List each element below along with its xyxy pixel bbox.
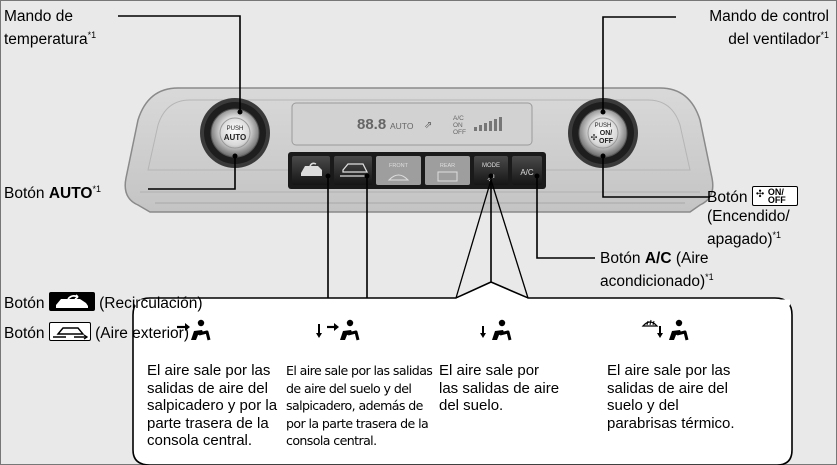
mode-1-line: parte trasera de la	[147, 414, 269, 432]
mode-1-line: consola central.	[147, 432, 253, 449]
rear-label: REAR	[440, 163, 455, 169]
mode-label: MODE	[482, 163, 500, 169]
on-off-label: Botón ✣ON/OFF (Encendido/ apagado)*1	[707, 186, 798, 249]
display-temp: 88.8	[357, 116, 386, 133]
front-defrost-button[interactable]	[376, 156, 421, 185]
mode-2-line: por la parte trasera de la	[286, 415, 429, 431]
mode-button[interactable]	[474, 156, 508, 185]
auto-label-footnote: *1	[92, 184, 101, 194]
temp-knob-push: PUSH	[227, 126, 244, 132]
floor-dash-vent-icon	[316, 319, 360, 341]
temp-knob-label: Mando de temperatura*1	[4, 7, 96, 49]
onoff-icon-on: ON/	[767, 187, 784, 197]
dash-vent-icon	[177, 319, 211, 341]
mode-2-line: consola central.	[286, 433, 377, 448]
mode-2-line: El aire sale por las salidas	[286, 363, 433, 378]
fan-knob-on: ON/	[600, 130, 613, 137]
mode-1-line: El aire sale por las	[147, 362, 271, 379]
onoff-label-line2: (Encendido/	[707, 208, 790, 225]
mode-2-description: El aire sale por las salidas de aire del…	[286, 362, 433, 450]
fan-control-knob[interactable]: PUSH ON/ OFF ✣	[568, 98, 638, 168]
panel-body	[124, 87, 714, 213]
ac-label-prefix: Botón	[600, 250, 645, 267]
onoff-footnote: *1	[772, 230, 782, 240]
floor-vent-icon	[480, 319, 512, 341]
floor-defrost-icon	[641, 319, 689, 341]
display-ac-mid: ON	[453, 122, 463, 129]
ac-label-suffix: (Aire	[671, 250, 709, 267]
ac-button[interactable]	[512, 156, 542, 185]
mode-3-description: El aire sale por las salidas de aire del…	[439, 362, 559, 415]
auto-label-prefix: Botón	[4, 185, 49, 202]
ac-label-line2: acondicionado)	[600, 273, 706, 290]
mode-1-line: salidas de aire del	[147, 379, 268, 397]
button-row: FRONT REAR MODE ⇗ A/C	[288, 152, 546, 189]
fresh-air-label: Botón (Aire exterior)	[4, 322, 189, 343]
auto-button-label: Botón AUTO*1	[4, 180, 101, 203]
mode-4-line: parabrisas térmico.	[607, 414, 735, 432]
fan-knob-footnote: *1	[820, 30, 829, 40]
onoff-label-line3: apagado)	[707, 231, 773, 248]
mode-4-line: El aire sale por las	[607, 362, 731, 379]
mode-1-description: El aire sale por las salidas de aire del…	[147, 362, 277, 450]
fresh-label-suffix: (Aire exterior)	[90, 325, 189, 342]
mode-4-description: El aire sale por las salidas de aire del…	[607, 362, 735, 432]
fresh-air-icon	[342, 163, 369, 173]
rear-defrost-button[interactable]	[425, 156, 470, 185]
mode-3-line: del suelo.	[439, 397, 504, 414]
on-off-button-icon: ✣ON/OFF	[751, 186, 798, 206]
fresh-air-button-icon	[48, 322, 91, 341]
ac-label: A/C	[520, 168, 534, 177]
display-auto: AUTO	[390, 121, 414, 131]
recirc-label-prefix: Botón	[4, 295, 49, 312]
temp-knob-label-line2: temperatura	[4, 31, 88, 48]
mode-1-line: salpicadero y por la	[147, 397, 278, 414]
temp-knob-label-line1: Mando de	[4, 8, 73, 25]
ac-footnote: *1	[705, 272, 714, 282]
display-readout: 88.8 AUTO ⇗ A/C ON OFF	[357, 115, 502, 136]
ac-button-label: Botón A/C (Aire acondicionado)*1	[600, 249, 714, 291]
temperature-knob[interactable]: PUSH AUTO	[200, 98, 270, 168]
temp-knob-auto: AUTO	[224, 133, 247, 142]
mode-2-line: salpicadero, además de	[286, 398, 423, 413]
mode-3-line: las salidas de aire	[439, 379, 560, 397]
fan-icon: ✣	[755, 189, 765, 200]
fan-knob-label-line1: Mando de control	[709, 8, 829, 25]
onoff-label-prefix: Botón	[707, 189, 752, 206]
fan-knob-label-line2: del ventilador	[728, 31, 821, 48]
mode-4-line: suelo y del	[607, 397, 679, 414]
auto-label-bold: AUTO	[48, 185, 93, 202]
display-ac-bottom: OFF	[453, 129, 466, 136]
leader-dots	[232, 109, 606, 179]
fan-knob-push: PUSH	[595, 123, 612, 129]
display-airflow-icon: ⇗	[424, 120, 432, 131]
fresh-label-prefix: Botón	[4, 325, 49, 342]
recirculation-button-icon	[48, 292, 95, 311]
mode-4-line: salidas de aire del	[607, 379, 728, 397]
fan-knob-label: Mando de control del ventilador*1	[709, 7, 829, 49]
fan-knob-fan-icon: ✣	[591, 133, 598, 142]
recirculation-label: Botón (Recirculación)	[4, 292, 202, 313]
temp-knob-footnote: *1	[87, 30, 97, 40]
fan-knob-off: OFF	[599, 138, 614, 145]
mode-3-line: El aire sale por	[439, 362, 540, 379]
display-fan-bars-icon	[474, 117, 502, 131]
fresh-air-button[interactable]	[334, 156, 372, 185]
recirc-label-suffix: (Recirculación)	[94, 295, 203, 312]
mode-2-line: de aire del suelo y del	[286, 380, 412, 396]
recirculation-icon	[301, 166, 322, 176]
onoff-icon-off: OFF	[767, 195, 786, 205]
front-label: FRONT	[389, 163, 409, 169]
ac-label-bold: A/C	[644, 250, 672, 267]
display-ac-top: A/C	[453, 115, 464, 122]
